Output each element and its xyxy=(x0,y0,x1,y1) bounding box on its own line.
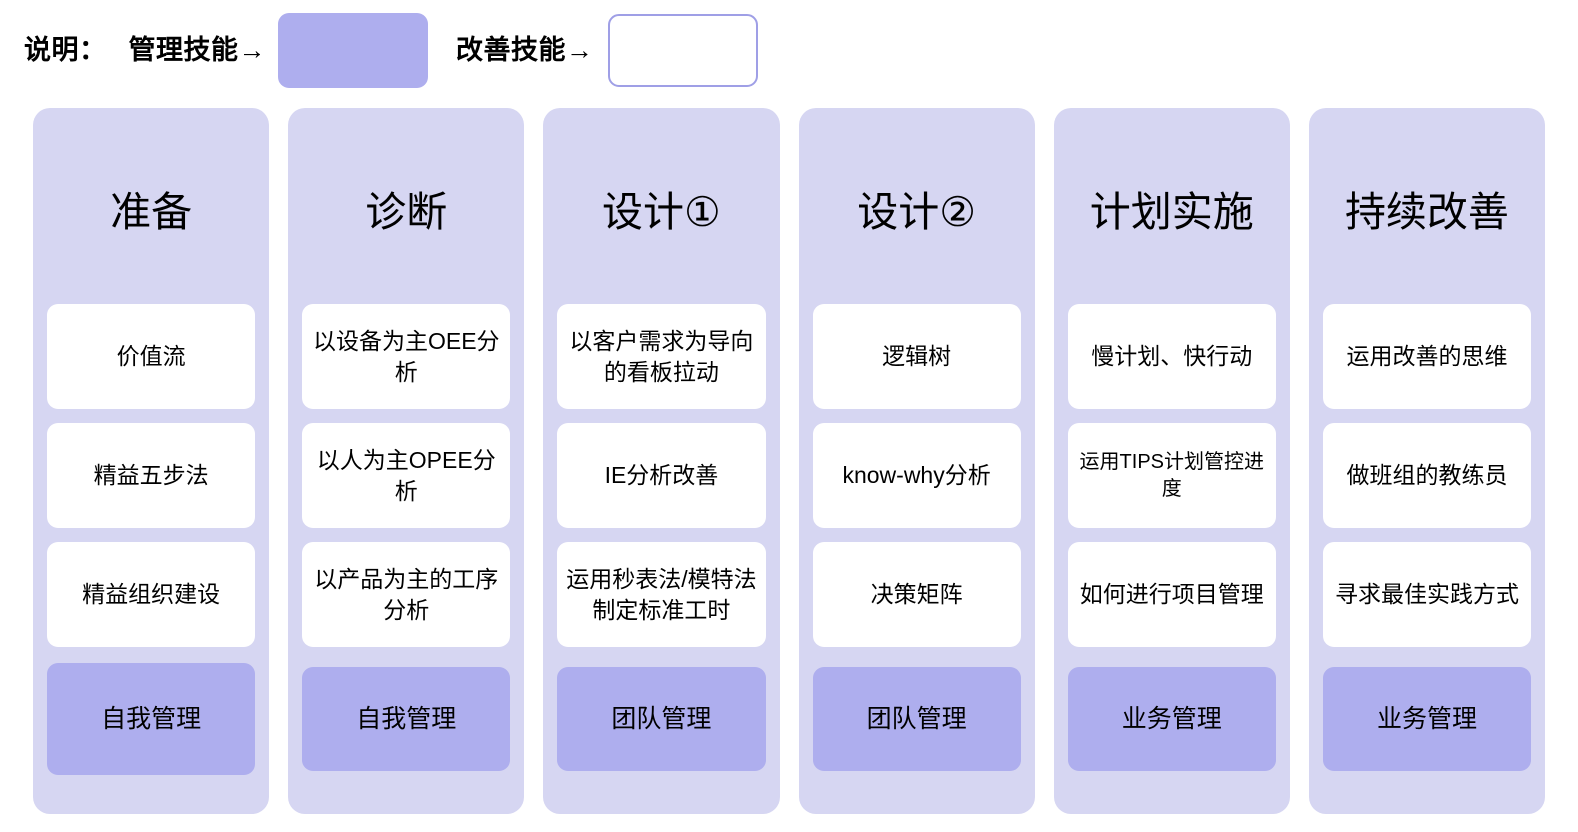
skill-card[interactable]: 决策矩阵 xyxy=(812,542,1021,647)
skill-card[interactable]: 价值流 xyxy=(47,304,256,409)
skill-card[interactable]: 做班组的教练员 xyxy=(1322,423,1532,528)
skill-card[interactable]: 精益五步法 xyxy=(47,423,256,528)
legend-improvement-label: 改善技能→ xyxy=(456,34,594,65)
card-stack: 逻辑树 know-why分析 决策矩阵 团队管理 xyxy=(812,304,1021,814)
phase-column-preparation: 准备 价值流 精益五步法 精益组织建设 自我管理 xyxy=(33,108,270,814)
management-card[interactable]: 团队管理 xyxy=(812,667,1021,771)
card-stack: 以客户需求为导向的看板拉动 IE分析改善 运用秒表法/模特法制定标准工时 团队管… xyxy=(557,304,766,814)
skill-card[interactable]: know-why分析 xyxy=(812,423,1021,528)
skill-card[interactable]: 以人为主OPEE分析 xyxy=(302,423,511,528)
card-stack: 慢计划、快行动 运用TIPS计划管控进度 如何进行项目管理 业务管理 xyxy=(1067,304,1276,814)
skill-card[interactable]: 运用改善的思维 xyxy=(1322,304,1532,409)
phase-column-plan-execution: 计划实施 慢计划、快行动 运用TIPS计划管控进度 如何进行项目管理 业务管理 xyxy=(1053,108,1290,814)
phase-column-continuous-improvement: 持续改善 运用改善的思维 做班组的教练员 寻求最佳实践方式 业务管理 xyxy=(1308,108,1546,814)
skill-card[interactable]: 逻辑树 xyxy=(812,304,1021,409)
skill-card[interactable]: 运用TIPS计划管控进度 xyxy=(1067,423,1276,528)
skill-card[interactable]: 慢计划、快行动 xyxy=(1067,304,1276,409)
phase-column-design-2: 设计② 逻辑树 know-why分析 决策矩阵 团队管理 xyxy=(798,108,1035,814)
skill-card[interactable]: 以设备为主OEE分析 xyxy=(302,304,511,409)
column-title: 诊断 xyxy=(365,189,448,235)
column-title: 设计② xyxy=(857,189,976,235)
skill-card[interactable]: 以产品为主的工序分析 xyxy=(302,542,511,647)
card-stack: 价值流 精益五步法 精益组织建设 自我管理 xyxy=(47,304,256,814)
legend-management-label: 管理技能→ xyxy=(128,34,266,65)
phase-board: 准备 价值流 精益五步法 精益组织建设 自我管理 诊断 以设备为主OEE分析 以… xyxy=(0,108,1578,814)
management-card[interactable]: 自我管理 xyxy=(302,667,511,771)
skill-card[interactable]: 运用秒表法/模特法制定标准工时 xyxy=(557,542,766,647)
column-title: 设计① xyxy=(602,189,721,235)
skill-card[interactable]: 如何进行项目管理 xyxy=(1067,542,1276,647)
management-card[interactable]: 业务管理 xyxy=(1067,667,1276,771)
management-card[interactable]: 业务管理 xyxy=(1322,667,1532,771)
phase-column-design-1: 设计① 以客户需求为导向的看板拉动 IE分析改善 运用秒表法/模特法制定标准工时… xyxy=(543,108,780,814)
skill-card[interactable]: IE分析改善 xyxy=(557,423,766,528)
skill-card[interactable]: 以客户需求为导向的看板拉动 xyxy=(557,304,766,409)
column-title: 准备 xyxy=(110,189,193,235)
card-stack: 运用改善的思维 做班组的教练员 寻求最佳实践方式 业务管理 xyxy=(1322,304,1532,814)
management-card[interactable]: 团队管理 xyxy=(557,667,766,771)
phase-column-diagnosis: 诊断 以设备为主OEE分析 以人为主OPEE分析 以产品为主的工序分析 自我管理 xyxy=(288,108,525,814)
skill-card[interactable]: 寻求最佳实践方式 xyxy=(1322,542,1532,647)
legend-bar: 说明： 管理技能→ 改善技能→ xyxy=(0,0,1578,100)
legend-management-swatch xyxy=(278,12,428,88)
management-card[interactable]: 自我管理 xyxy=(47,663,256,775)
legend-improvement-swatch xyxy=(607,13,758,87)
column-title: 计划实施 xyxy=(1089,189,1254,235)
card-stack: 以设备为主OEE分析 以人为主OPEE分析 以产品为主的工序分析 自我管理 xyxy=(302,304,511,814)
column-title: 持续改善 xyxy=(1344,189,1509,235)
skill-card[interactable]: 精益组织建设 xyxy=(47,542,256,647)
legend-prefix-label: 说明： xyxy=(24,34,107,65)
